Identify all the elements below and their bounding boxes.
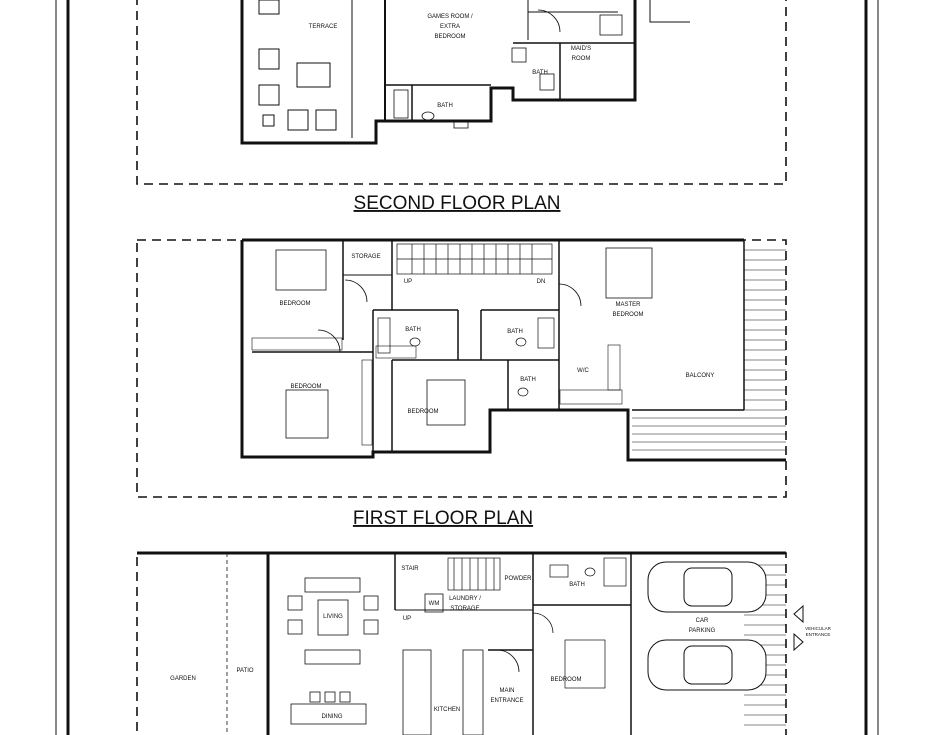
- room-label-laundry-2: STORAGE: [450, 606, 479, 612]
- room-label-bedroom-nw: BEDROOM: [279, 301, 310, 307]
- second-floor-plan: TERRACE GAMES ROOM / EXTRA BEDROOM MAID'…: [136, 0, 787, 214]
- room-label-garden: GARDEN: [170, 676, 196, 682]
- room-label-bath-b: BATH: [507, 329, 523, 335]
- room-label-dining: DINING: [322, 714, 343, 720]
- room-label-laundry: LAUNDRY /: [449, 596, 481, 602]
- room-label-maids-room-2: ROOM: [572, 56, 591, 62]
- room-label-games-room-3: BEDROOM: [434, 34, 465, 40]
- room-label-bedroom-mid: BEDROOM: [407, 409, 438, 415]
- room-label-bath-c: BATH: [520, 377, 536, 383]
- room-label-car-parking-2: PARKING: [689, 628, 716, 634]
- room-label-living: LIVING: [323, 614, 343, 620]
- room-label-bath-games: BATH: [437, 103, 453, 109]
- first-floor-plan: BEDROOM STORAGE UP DN MASTER BEDROOM BAT…: [136, 238, 787, 529]
- first-floor-title: FIRST FLOOR PLAN: [353, 508, 533, 529]
- room-label-car-parking: CAR: [696, 618, 709, 624]
- room-label-master-2: BEDROOM: [612, 312, 643, 318]
- stair-label-up-ground: UP: [403, 616, 411, 622]
- room-label-main-entrance: MAIN: [500, 688, 515, 694]
- room-label-bath-ground: BATH: [569, 582, 585, 588]
- room-label-balcony: BALCONY: [686, 373, 715, 379]
- room-label-bath-a: BATH: [405, 327, 421, 333]
- label-vehicular-entrance-2: ENTRANCE: [806, 632, 831, 637]
- room-label-maids-room: MAID'S: [571, 46, 591, 52]
- room-label-storage: STORAGE: [351, 254, 380, 260]
- room-label-master: MASTER: [615, 302, 641, 308]
- stair-label-dn: DN: [537, 279, 546, 285]
- room-label-games-room: GAMES ROOM /: [427, 14, 473, 20]
- room-label-wic: W/C: [577, 368, 589, 374]
- room-label-bath-maid: BATH: [532, 70, 548, 76]
- ground-floor-plan: STAIR UP POWDER BATH WM LAUNDRY / STORAG…: [136, 551, 832, 735]
- room-label-patio: PATIO: [236, 668, 253, 674]
- arrow-right-icon: [793, 632, 804, 652]
- room-label-bedroom-ground: BEDROOM: [550, 677, 581, 683]
- stair-label-up: UP: [404, 279, 412, 285]
- arrow-left-icon: [793, 604, 804, 624]
- room-label-powder: POWDER: [505, 576, 533, 582]
- room-label-bedroom-sw: BEDROOM: [290, 384, 321, 390]
- room-label-stair: STAIR: [401, 566, 419, 572]
- room-label-games-room-2: EXTRA: [440, 24, 460, 30]
- second-floor-title: SECOND FLOOR PLAN: [354, 193, 561, 214]
- room-label-kitchen: KITCHEN: [434, 707, 460, 713]
- room-label-main-entrance-2: ENTRANCE: [490, 698, 523, 704]
- label-wm: WM: [429, 601, 440, 607]
- car-icon-2: [647, 639, 767, 691]
- label-vehicular-entrance: VEHICULAR: [805, 626, 832, 631]
- car-icon: [647, 561, 767, 613]
- room-label-terrace: TERRACE: [309, 24, 338, 30]
